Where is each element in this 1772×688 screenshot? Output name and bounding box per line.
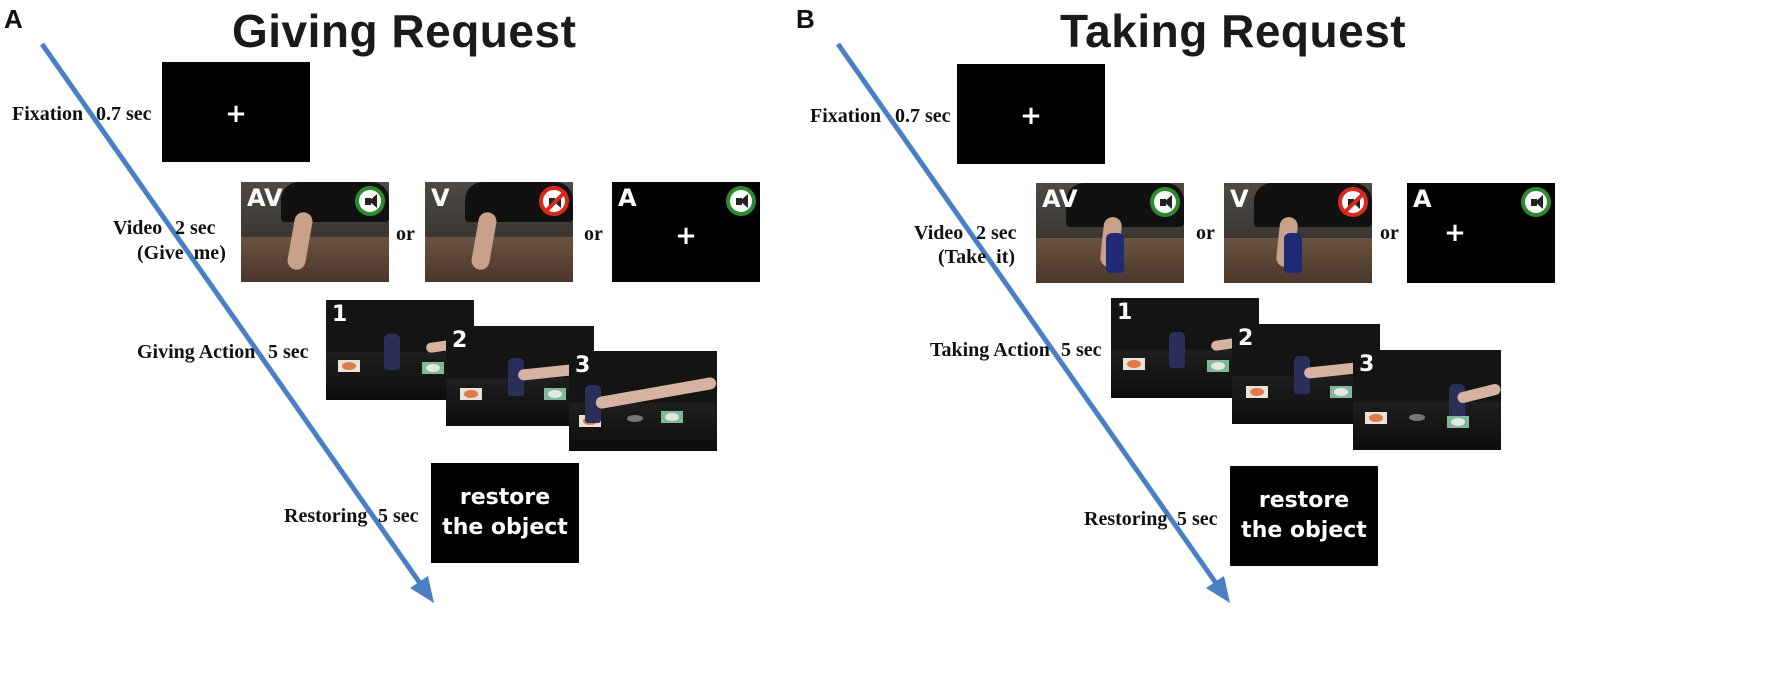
- restore-screen: restore the object: [431, 463, 579, 563]
- frame-number: 1: [332, 302, 348, 327]
- video-frame-a: A +: [612, 182, 760, 282]
- speaker-icon: [355, 186, 385, 216]
- condition-label: V: [1230, 185, 1249, 213]
- restore-text-line1: restore: [1258, 488, 1350, 513]
- fixation-cross: +: [225, 99, 247, 129]
- restoring-duration: 5 sec: [1177, 508, 1218, 530]
- condition-label: A: [618, 184, 637, 212]
- restore-text-line1: restore: [459, 485, 551, 510]
- muted-speaker-icon: [1338, 187, 1368, 217]
- panel-letter: A: [4, 4, 23, 34]
- video-sublabel: (Give me): [137, 242, 226, 264]
- action-label: Giving Action: [137, 341, 256, 363]
- fixation-label: Fixation: [810, 105, 882, 127]
- muted-speaker-icon: [539, 186, 569, 216]
- or-text: or: [396, 223, 415, 245]
- frame-number: 1: [1117, 300, 1133, 325]
- speaker-icon: [726, 186, 756, 216]
- restoring-label: Restoring: [284, 505, 368, 527]
- restoring-duration: 5 sec: [378, 505, 419, 527]
- action-frame-3: 3: [1353, 350, 1501, 450]
- fixation-label: Fixation: [12, 103, 84, 125]
- condition-label: A: [1413, 185, 1432, 213]
- action-duration: 5 sec: [1061, 339, 1102, 361]
- video-label: Video: [914, 222, 964, 244]
- speaker-icon: [1521, 187, 1551, 217]
- restore-screen: restore the object: [1230, 466, 1378, 566]
- frame-number: 2: [1238, 326, 1254, 351]
- fixation-cross: +: [1020, 101, 1042, 131]
- fixation-screen: +: [957, 64, 1105, 164]
- frame-number: 2: [452, 328, 468, 353]
- restore-text-line2: the object: [442, 515, 568, 540]
- video-frame-av: AV: [241, 182, 389, 282]
- or-text: or: [1196, 222, 1215, 244]
- video-sublabel: (Take it): [938, 246, 1016, 268]
- or-text: or: [584, 223, 603, 245]
- speaker-icon: [1150, 187, 1180, 217]
- video-frame-a: A +: [1407, 183, 1555, 283]
- video-frame-av: AV: [1036, 183, 1184, 283]
- frame-number: 3: [1359, 352, 1375, 377]
- fixation-duration: 0.7 sec: [895, 105, 951, 127]
- video-frame-v: V: [1224, 183, 1372, 283]
- condition-label: AV: [247, 184, 283, 212]
- panel-title: Giving Request: [232, 5, 577, 57]
- action-frame-3: 3: [569, 351, 717, 451]
- panel-title: Taking Request: [1060, 5, 1407, 57]
- action-label: Taking Action: [930, 339, 1050, 361]
- fixation-screen: +: [162, 62, 310, 162]
- panel-letter: B: [796, 4, 815, 34]
- or-text: or: [1380, 222, 1399, 244]
- video-frame-v: V: [425, 182, 573, 282]
- action-frame-2: 2: [446, 326, 594, 426]
- video-label: Video: [113, 217, 163, 239]
- video-duration: 2 sec: [976, 222, 1017, 244]
- fixation-cross: +: [1444, 218, 1466, 248]
- fixation-duration: 0.7 sec: [96, 103, 152, 125]
- frame-number: 3: [575, 353, 591, 378]
- condition-label: AV: [1042, 185, 1078, 213]
- condition-label: V: [431, 184, 450, 212]
- restore-text-line2: the object: [1241, 518, 1367, 543]
- video-duration: 2 sec: [175, 217, 216, 239]
- restoring-label: Restoring: [1084, 508, 1168, 530]
- fixation-cross: +: [675, 221, 697, 251]
- action-duration: 5 sec: [268, 341, 309, 363]
